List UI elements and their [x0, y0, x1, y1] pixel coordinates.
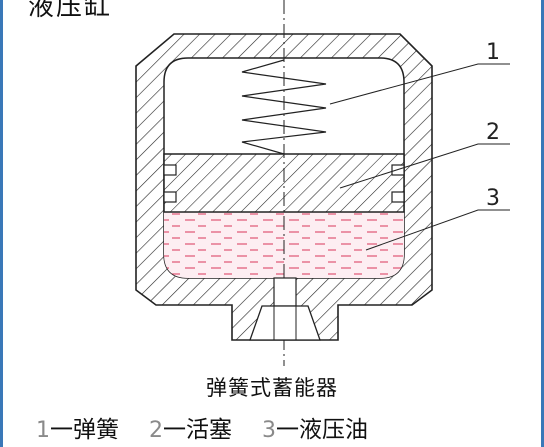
legend-label: 一活塞 — [163, 417, 232, 443]
legend-item-spring: 1一弹簧 — [36, 410, 119, 444]
callout-2: 2 — [486, 120, 500, 145]
legend-number: 3 — [262, 418, 276, 443]
top-cut-text: 液压缸 — [28, 0, 113, 22]
piston-seal — [163, 164, 177, 176]
legend-label: 一弹簧 — [50, 417, 119, 443]
leader-line-3 — [365, 209, 510, 251]
callout-1: 1 — [486, 40, 500, 65]
piston-seal — [391, 191, 405, 203]
diagram-caption: 弹簧式蓄能器 — [206, 376, 338, 400]
legend-item-oil: 3一液压油 — [262, 410, 368, 444]
port-fitting — [249, 305, 321, 341]
legend: 1一弹簧 2一活塞 3一液压油 — [36, 410, 536, 444]
piston-seal — [163, 191, 177, 203]
leader-line-2 — [339, 143, 510, 189]
callout-3: 3 — [486, 186, 500, 211]
oil-port — [273, 277, 297, 307]
legend-number: 2 — [149, 418, 163, 443]
legend-item-piston: 2一活塞 — [149, 410, 232, 444]
legend-label: 一液压油 — [276, 417, 368, 443]
legend-number: 1 — [36, 418, 50, 443]
spring — [241, 59, 327, 155]
leader-line-1 — [329, 63, 510, 105]
